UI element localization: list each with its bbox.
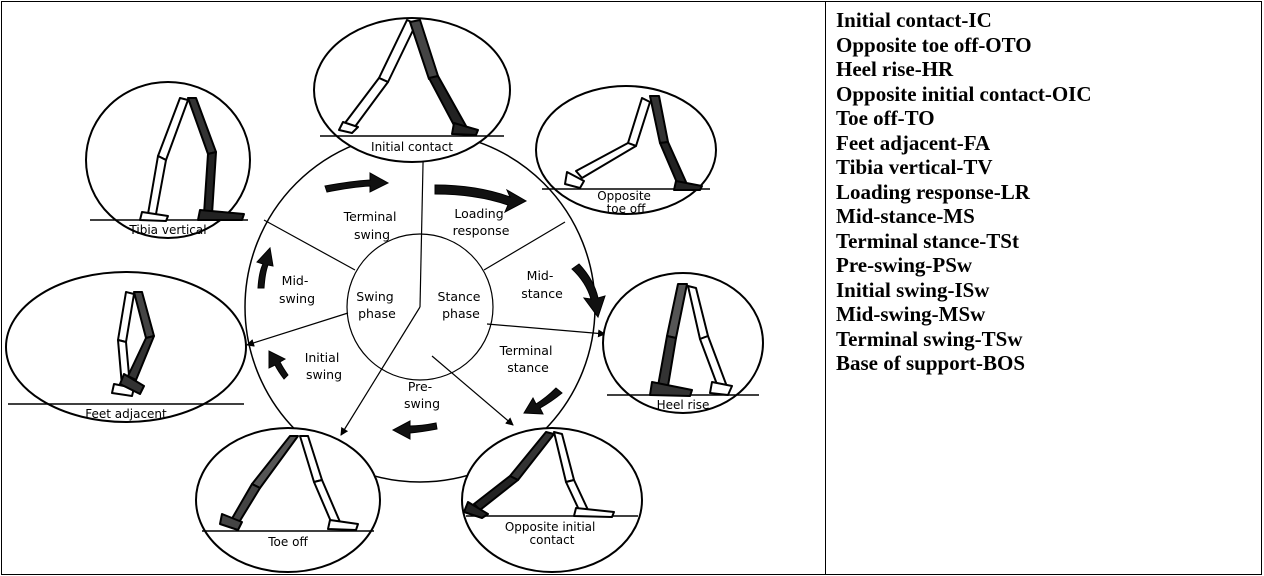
legend-item: Opposite toe off-OTO bbox=[836, 32, 1032, 57]
legend-item: Initial swing-ISw bbox=[836, 277, 990, 302]
event-oval-feet-adjacent: Feet adjacent bbox=[5, 271, 247, 423]
leg-sketch-feet-adjacent bbox=[111, 291, 155, 397]
legend-item: Heel rise-HR bbox=[836, 57, 954, 81]
swing-phase-label: Swing phase bbox=[356, 289, 397, 321]
legend-item: Pre-swing-PSw bbox=[836, 253, 973, 277]
legend-item: Base of support-BOS bbox=[836, 351, 1026, 375]
ring-arrows bbox=[256, 172, 606, 440]
phase-label-terminal-swing: Terminal swing bbox=[343, 209, 401, 242]
stance-phase-label: Stance phase bbox=[438, 289, 485, 321]
event-label-tibia-vertical: Tibia vertical bbox=[128, 223, 206, 237]
event-label-opposite-initial-contact: Opposite initial contact bbox=[505, 520, 599, 547]
legend-item: Feet adjacent-FA bbox=[836, 130, 991, 155]
event-oval-heel-rise: Heel rise bbox=[602, 272, 764, 414]
leg-sketch-opposite-toe-off bbox=[564, 95, 703, 191]
leg-sketch-opposite-initial-contact bbox=[463, 431, 615, 519]
event-oval-toe-off: Toe off bbox=[195, 427, 381, 573]
legend-item: Opposite initial contact-OIC bbox=[836, 81, 1092, 106]
legend-item: Mid-stance-MS bbox=[836, 204, 975, 228]
legend-item: Toe off-TO bbox=[836, 106, 935, 130]
column-divider bbox=[825, 1, 826, 575]
legend-item: Terminal stance-TSt bbox=[836, 228, 1019, 253]
phase-label-initial-swing: Initial swing bbox=[305, 350, 344, 382]
leg-sketch-heel-rise bbox=[649, 283, 733, 397]
leg-sketch-initial-contact bbox=[338, 19, 479, 136]
event-label-opposite-toe-off: Opposite toe off bbox=[597, 189, 655, 216]
legend-item: Mid-swing-MSw bbox=[836, 302, 986, 326]
phase-label-pre-swing: Pre- swing bbox=[404, 379, 440, 411]
event-oval-opposite-toe-off: Opposite toe off bbox=[535, 85, 717, 216]
phase-label-loading-response: Loading response bbox=[453, 206, 510, 238]
event-oval-tibia-vertical: Tibia vertical bbox=[85, 81, 251, 239]
leg-sketch-toe-off bbox=[219, 435, 359, 531]
event-oval-initial-contact: Initial contact bbox=[313, 17, 511, 163]
gait-cycle-diagram: Swing phase Stance phase Loading respons… bbox=[5, 17, 764, 573]
event-oval-opposite-initial-contact: Opposite initial contact bbox=[461, 427, 643, 573]
phase-label-mid-swing: Mid- swing bbox=[279, 273, 315, 306]
legend-item: Initial contact-IC bbox=[836, 8, 992, 32]
legend-item: Loading response-LR bbox=[836, 179, 1030, 204]
phase-label-mid-stance: Mid- stance bbox=[521, 268, 563, 301]
event-label-heel-rise: Heel rise bbox=[657, 398, 710, 412]
event-label-initial-contact: Initial contact bbox=[371, 140, 453, 154]
abbreviation-legend: Initial contact-IC Opposite toe off-OTO … bbox=[836, 8, 1092, 376]
event-label-toe-off: Toe off bbox=[267, 535, 308, 549]
phase-label-terminal-stance: Terminal stance bbox=[499, 343, 557, 375]
legend-item: Tibia vertical-TV bbox=[836, 155, 993, 179]
leg-sketch-tibia-vertical bbox=[139, 97, 245, 222]
event-label-feet-adjacent: Feet adjacent bbox=[85, 407, 167, 421]
legend-item: Terminal swing-TSw bbox=[836, 326, 1023, 351]
